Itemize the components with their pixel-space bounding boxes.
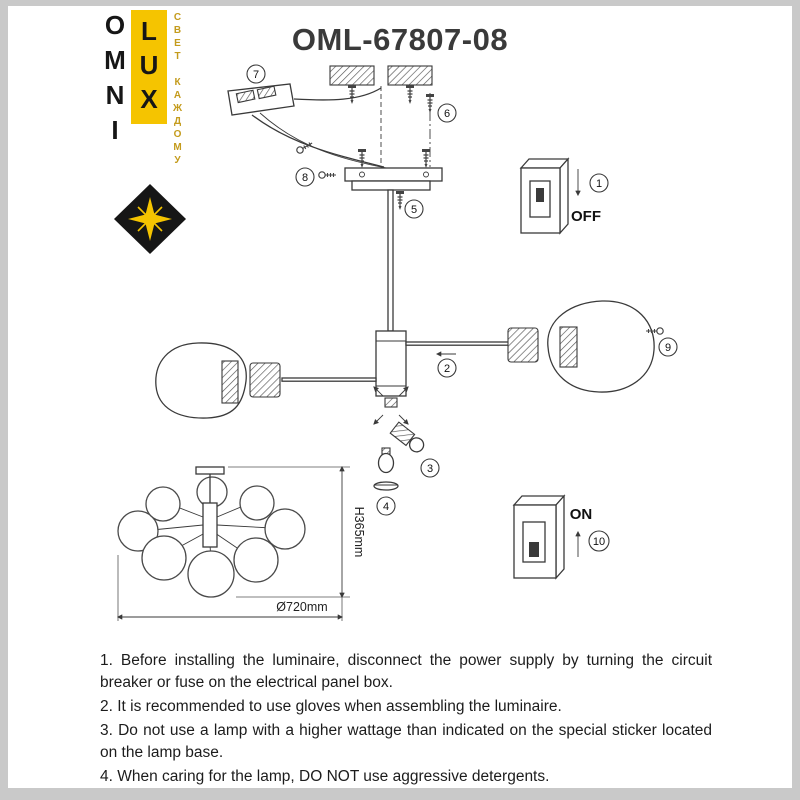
instruction-item: 1. Before installing the luminaire, disc…: [100, 652, 712, 691]
dimension-diameter: Ø720mm: [116, 555, 344, 621]
instruction-item: 2. It is recommended to use gloves when …: [100, 698, 562, 715]
assembly-diagram: 7 6 8 5: [116, 64, 678, 621]
bulb-icon: [377, 447, 395, 474]
anchor-screw-icon: [347, 84, 357, 105]
screw-icon: [421, 148, 431, 169]
lamp-globe: [187, 550, 235, 598]
hub-fastener: [373, 386, 409, 425]
callout-8: 8: [295, 167, 337, 187]
svg-text:6: 6: [444, 108, 450, 120]
lamp-globe: [117, 510, 159, 552]
callout-7: 7: [246, 64, 266, 84]
supply-wire: [293, 87, 382, 101]
off-label: OFF: [571, 208, 601, 225]
lamp-globe: [141, 535, 187, 581]
right-socket-sleeve: [559, 326, 578, 368]
anchor-screw-icon: [405, 84, 415, 105]
wire-connector-icon: [235, 89, 256, 104]
bolt-icon: [295, 139, 315, 155]
assembled-chandelier: [117, 466, 306, 598]
lamp-globe: [264, 508, 306, 550]
instruction-item: 4. When caring for the lamp, DO NOT use …: [100, 768, 550, 785]
right-glass-shade: [547, 300, 655, 393]
svg-text:Ø720mm: Ø720mm: [276, 600, 327, 614]
mounting-bracket: [344, 148, 443, 191]
on-label: ON: [570, 506, 593, 523]
svg-text:1: 1: [596, 178, 602, 190]
left-arm: [281, 377, 377, 382]
callout-6: 6: [425, 93, 457, 123]
svg-text:H365mm: H365mm: [352, 507, 366, 558]
brand-omni-text: OMNI: [100, 10, 130, 150]
power-switch-off: [519, 157, 570, 235]
power-switch-on: [512, 494, 566, 580]
hub-body: [375, 330, 407, 397]
ceiling-cap: [195, 466, 225, 475]
canopy: [351, 180, 431, 191]
svg-text:7: 7: [253, 69, 259, 81]
ceiling-mount: [329, 65, 433, 167]
brand-tagline: СВЕТ КАЖДОМУ: [172, 12, 183, 168]
lamp-globe: [145, 486, 181, 522]
model-number-title: OML-67807-08: [291, 22, 509, 57]
svg-text:8: 8: [302, 172, 308, 184]
screw-icon: [395, 190, 405, 211]
right-arm: [405, 341, 511, 346]
svg-text:4: 4: [383, 501, 389, 513]
callout-2: 2: [435, 351, 457, 378]
svg-text:2: 2: [444, 363, 450, 375]
center-rod: [387, 189, 394, 332]
callout-10: 10: [588, 530, 610, 552]
lamp-globe: [233, 537, 279, 583]
left-socket-sleeve: [221, 360, 239, 404]
omnilux-logo: OMNI LUX СВЕТ КАЖДОМУ: [100, 10, 188, 261]
callout-5: 5: [395, 190, 424, 219]
callout-4: 4: [376, 496, 396, 516]
right-lamp-holder: [507, 327, 539, 363]
left-lamp-holder: [249, 362, 281, 398]
brand-lux-box: LUX: [131, 10, 167, 124]
socket-lamp-icon: [389, 421, 425, 453]
svg-text:9: 9: [665, 342, 671, 354]
callout-1: 1: [589, 173, 609, 193]
dimension-height: H365mm: [228, 465, 366, 599]
switch-toggle-icon: [529, 542, 539, 557]
instruction-item: 3. Do not use a lamp with a higher watta…: [100, 722, 712, 761]
lamp-globe: [239, 485, 275, 521]
brand-lux-text: LUX: [134, 16, 164, 118]
svg-text:5: 5: [411, 204, 417, 216]
screw-icon: [357, 148, 367, 169]
callout-9: 9: [645, 327, 678, 357]
glass-disc: [373, 481, 399, 491]
chandelier-hub: [202, 502, 218, 548]
brand-diamond-icon: [112, 182, 188, 261]
svg-text:3: 3: [427, 463, 433, 475]
junction-box: [227, 83, 387, 169]
switch-toggle-icon: [536, 188, 544, 202]
installation-instructions: 1. Before installing the luminaire, disc…: [100, 650, 712, 790]
svg-text:10: 10: [593, 536, 605, 548]
screw-icon: [425, 93, 435, 114]
callout-3: 3: [389, 421, 440, 478]
bolt-icon: [318, 171, 337, 179]
wire-connector-icon: [256, 85, 277, 100]
fixture-wire: [259, 112, 387, 169]
